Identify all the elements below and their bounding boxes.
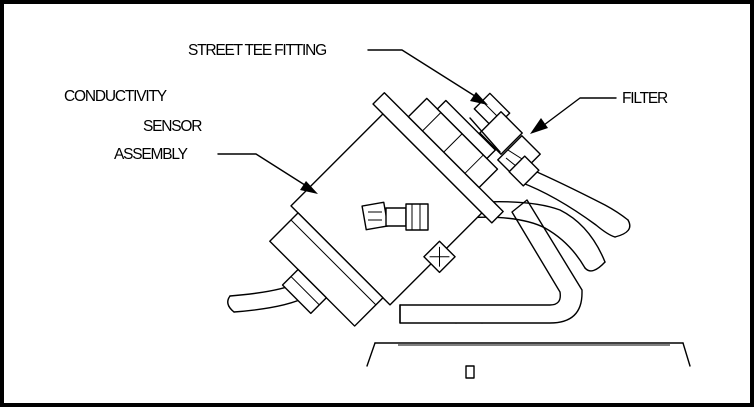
elbow-fitting: [361, 201, 429, 231]
mounting-bracket: [399, 199, 583, 324]
label-street-tee-fitting: STREET TEE FITTING: [188, 42, 326, 59]
leader-lines: [217, 49, 617, 194]
base-plate: [366, 315, 691, 379]
filter: [497, 135, 541, 187]
street-tee-fitting: [469, 92, 523, 155]
label-filter: FILTER: [622, 90, 668, 107]
label-sensor-line3: ASSEMBLY: [114, 146, 188, 163]
label-sensor-line1: CONDUCTIVITY: [64, 88, 167, 105]
label-sensor-line2: SENSOR: [143, 118, 202, 135]
